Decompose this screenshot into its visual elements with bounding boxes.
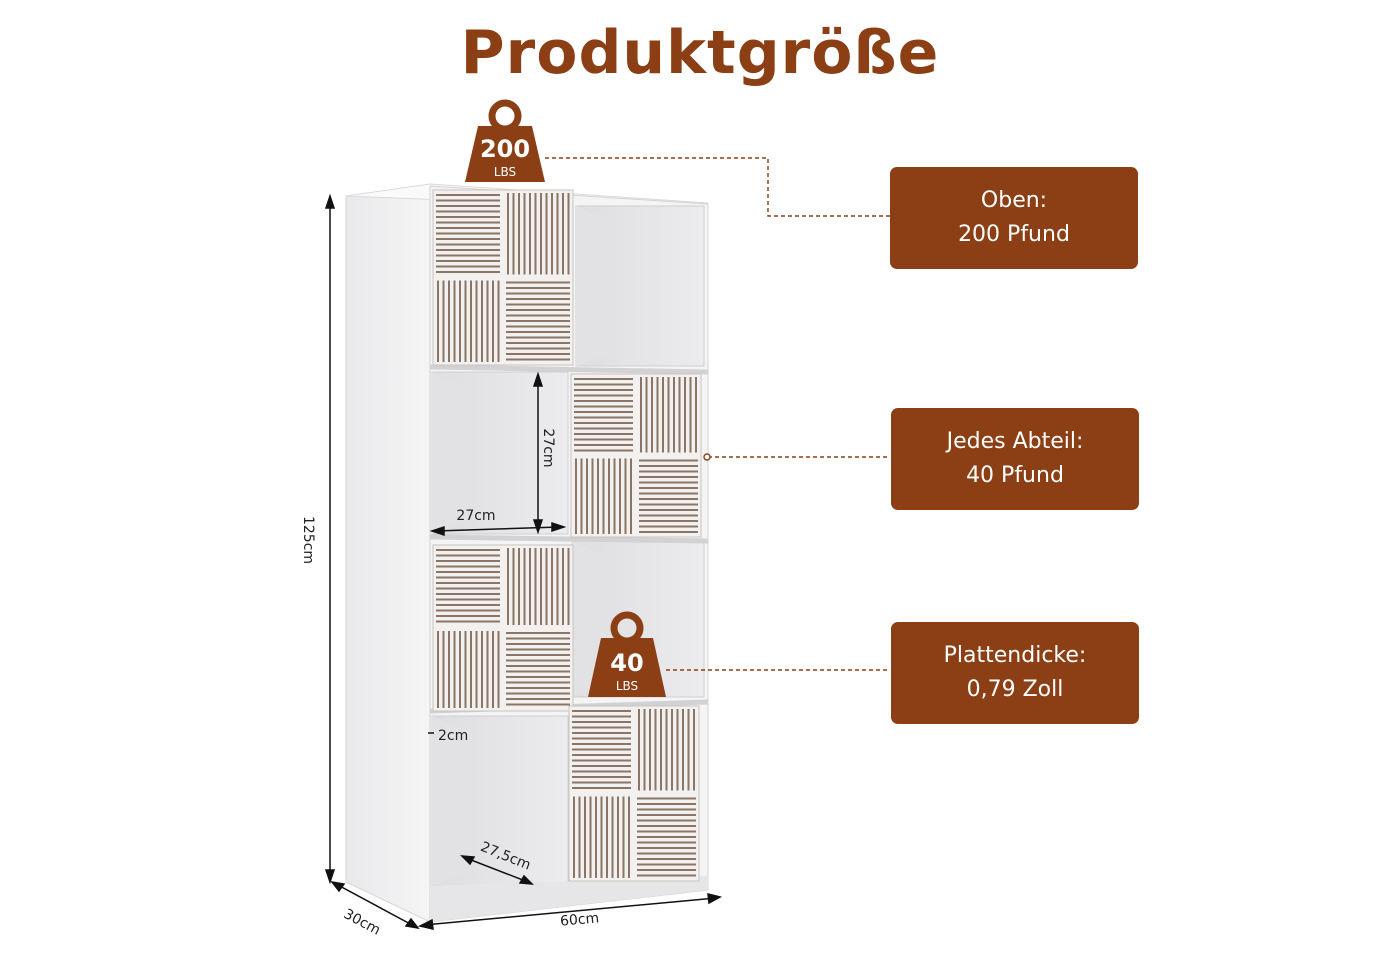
compartment-depth-line (465, 857, 529, 883)
compartment-width-line (435, 526, 561, 532)
info-box-panel-thickness: Plattendicke: 0,79 Zoll (891, 622, 1139, 724)
leader-compartment-dot (703, 453, 711, 461)
page-title: Produktgröße (460, 18, 940, 88)
info-box-compartment-load: Jedes Abteil: 40 Pfund (891, 408, 1139, 510)
compartment-width-label: 27cm (456, 508, 495, 524)
info-box-compartment-load-line1: Jedes Abteil: (946, 429, 1084, 454)
shelf-doors (432, 189, 702, 882)
depth-label: 30cm (341, 906, 383, 939)
weight-40-icon: 40 LBS (588, 611, 666, 697)
width-dimension-line (423, 897, 717, 926)
door-top-left[interactable] (432, 189, 574, 366)
width-label: 60cm (559, 910, 599, 929)
info-box-panel-thickness-line2: 0,79 Zoll (966, 677, 1064, 702)
compartment-inner-wall (576, 206, 616, 366)
compartment-inner-wall (432, 716, 472, 886)
shelf-board (429, 534, 709, 544)
weight-40-unit: LBS (616, 679, 638, 693)
info-box-top-load: Oben: 200 Pfund (890, 167, 1138, 269)
door-second-right[interactable] (570, 373, 702, 538)
weight-200-icon: 200 LBS (465, 99, 545, 182)
weight-40-value: 40 (610, 649, 643, 677)
shelf-board (429, 364, 709, 375)
info-box-top-load-line2: 200 Pfund (958, 222, 1070, 247)
info-box-top-load-line1: Oben: (980, 188, 1048, 213)
shelf-side-panel (345, 185, 431, 923)
depth-dimension-line (335, 883, 415, 927)
weight-200-unit: LBS (494, 165, 516, 179)
weight-200-value: 200 (480, 135, 530, 163)
leader-lines (545, 157, 890, 671)
dimension-lines (324, 193, 723, 930)
compartment-inner-wall (432, 372, 472, 534)
info-box-compartment-load-line2: 40 Pfund (966, 463, 1064, 488)
info-box-panel-thickness-line1: Plattendicke: (943, 643, 1087, 668)
leader-top (545, 157, 890, 217)
compartment-height-label: 27cm (540, 428, 556, 467)
height-label: 125cm (300, 516, 316, 564)
shelf-plinth (430, 876, 708, 922)
door-third-left[interactable] (432, 544, 574, 712)
panel-thickness-label: 2cm (438, 728, 468, 744)
door-bottom-right[interactable] (568, 705, 700, 882)
bookshelf (345, 183, 709, 923)
